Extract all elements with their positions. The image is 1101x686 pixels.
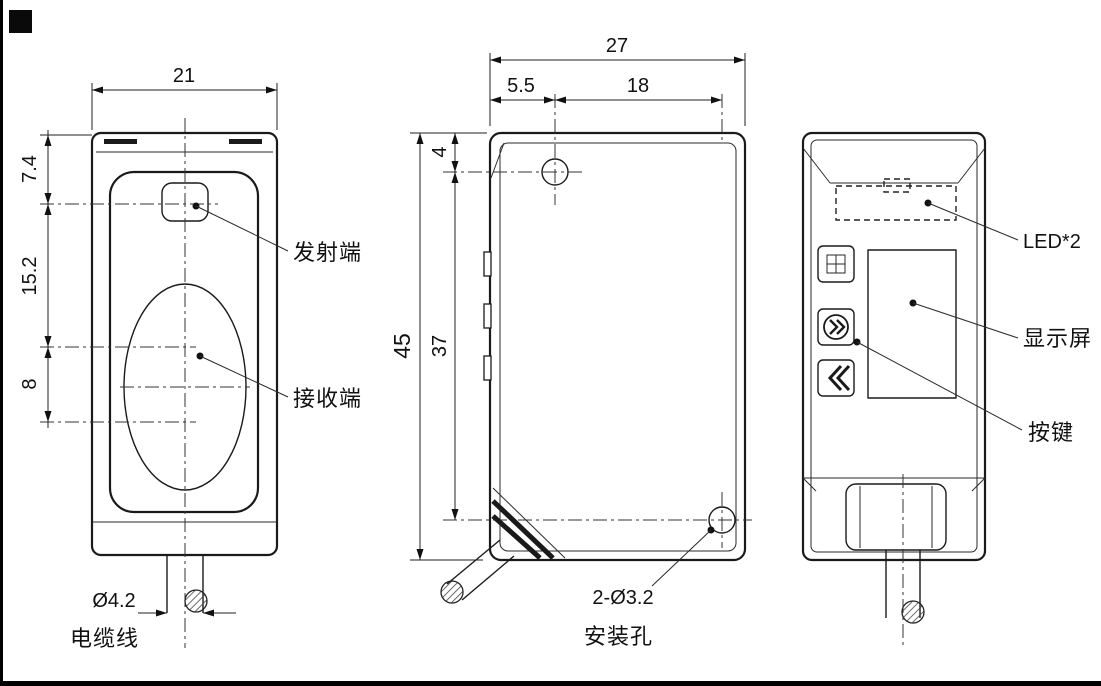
back-body-outline [801,131,987,562]
front-dim-7-4: 7.4 [19,155,41,183]
led-window-tab [883,178,911,193]
emitter-label: 发射端 [293,240,362,265]
display-screen [867,249,957,399]
mounting-hole-bottom [708,506,736,534]
receiver-label: 接收端 [293,386,362,411]
side-cable-top [446,539,501,585]
front-top-bar-left [104,139,137,144]
front-face-window [108,170,260,514]
back-top-chamfer-left [802,147,831,184]
side-inner-contour [499,142,737,552]
corner-stripe-3 [492,487,566,559]
side-dim-4: 4 [429,146,451,157]
side-bump-2 [483,303,492,329]
cable-diameter-text: Ø4.2 [92,590,135,612]
side-bump-1 [483,251,492,277]
buttons-leader: 按键 [853,338,1074,445]
back-cable-cut-end [901,600,925,624]
mounting-hole-leader: 2-Ø3.2 安装孔 [584,526,715,649]
side-cable-bottom [461,555,515,601]
button-2 [817,308,855,346]
front-dim-15-2: 15.2 [19,257,41,296]
back-view: LED*2 显示屏 按键 [801,131,1092,648]
button-3 [817,359,855,397]
led-leader: LED*2 [924,199,1081,253]
side-dim-height: 45 [389,133,483,561]
cable-label: 电缆线 [70,626,139,651]
cable-cut-end [184,589,208,613]
front-dim-chain: 7.4 15.2 8 [19,130,92,428]
hole-label: 安装孔 [584,624,653,649]
front-view: 21 7.4 15.2 8 Ø4.2 电缆线 [19,65,362,651]
receiver-leader: 接收端 [196,352,362,411]
buttons-label: 按键 [1028,420,1074,445]
front-dim-8: 8 [19,378,41,389]
side-dim-37: 37 [429,335,451,357]
back-top-chamfer-right [957,147,986,184]
back-bottom-notch-right [971,477,986,492]
corner-stripe-1 [491,499,555,560]
side-dim-holes-y: 4 37 [410,132,487,520]
display-label: 显示屏 [1023,326,1092,351]
cable-gland [845,483,947,551]
side-cable-cut-end [440,580,464,604]
front-dim-width-text: 21 [173,65,195,87]
side-top-chamfer [490,142,505,179]
side-dim-holes-x: 5.5 18 [490,75,722,104]
side-dim-width: 27 [489,35,746,126]
side-dim-18: 18 [627,75,649,97]
front-top-bar-right [229,139,262,144]
back-bottom-notch-left [802,477,817,492]
emitter-leader: 发射端 [192,202,362,265]
side-dim-45: 45 [389,333,415,359]
side-body-outline [488,131,747,562]
hole-dim-label: 2-Ø3.2 [592,587,653,609]
button-1 [817,245,855,283]
corner-stripe-2 [491,514,542,560]
side-dim-27: 27 [606,35,628,57]
led-window [835,185,957,221]
front-dim-width: 21 [91,65,278,130]
side-dim-5-5: 5.5 [507,75,535,97]
led-label: LED*2 [1023,231,1081,253]
back-inner-contour [810,139,978,553]
cable-dim: Ø4.2 电缆线 [70,590,236,651]
side-view: 27 5.5 18 4 37 [389,35,752,649]
side-bump-3 [483,355,492,381]
display-leader: 显示屏 [909,299,1092,351]
